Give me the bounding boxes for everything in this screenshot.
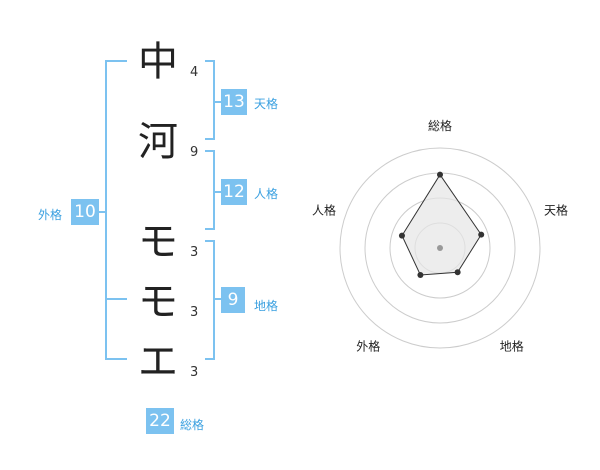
radar-axis-label: 天格 <box>544 202 568 217</box>
radar-polygon <box>401 173 482 276</box>
radar-point <box>437 171 443 178</box>
name-char-3: モ <box>138 219 178 265</box>
tenkaku-label: 天格 <box>254 97 279 111</box>
outer-bracket-top <box>105 60 127 62</box>
radar-axis-label: 人格 <box>312 202 336 217</box>
chikaku-bracket-b <box>205 358 215 360</box>
radar-point <box>478 231 485 238</box>
gaikaku-value: 10 <box>71 199 99 225</box>
tenkaku-bracket-v <box>213 60 215 140</box>
jinkaku-bracket-v <box>213 150 215 230</box>
name-char-4: モ <box>138 279 178 325</box>
radar-center-dot <box>437 245 443 251</box>
tenkaku-bracket <box>205 60 215 62</box>
gaikaku-label: 外格 <box>38 208 63 222</box>
outer-bracket-mid <box>105 298 127 300</box>
radar-axis-label: 外格 <box>356 339 380 354</box>
soukaku-label: 総格 <box>180 418 205 432</box>
name-char-2: 河 <box>138 119 178 165</box>
outer-bracket-connector <box>97 211 105 213</box>
outer-bracket-bottom <box>105 358 127 360</box>
chikaku-label: 地格 <box>254 299 279 313</box>
tenkaku-value: 13 <box>221 89 247 115</box>
jinkaku-connector <box>213 191 221 193</box>
tenkaku-bracket-b <box>205 138 215 140</box>
stroke-count-3: 3 <box>190 245 199 260</box>
tenkaku-connector <box>213 101 221 103</box>
radar-point <box>398 232 405 239</box>
radar-point <box>454 269 461 276</box>
jinkaku-bracket-b <box>205 228 215 230</box>
radar-axis-label: 総格 <box>428 118 452 133</box>
jinkaku-label: 人格 <box>254 187 279 201</box>
chikaku-value: 9 <box>221 287 245 313</box>
chikaku-connector <box>213 298 221 300</box>
name-char-1: 中 <box>138 39 178 85</box>
name-char-5: エ <box>138 339 178 385</box>
jinkaku-bracket <box>205 150 215 152</box>
stroke-count-5: 3 <box>190 365 199 380</box>
stroke-count-1: 4 <box>190 65 199 80</box>
outer-bracket-vertical <box>105 60 107 360</box>
stroke-count-4: 3 <box>190 305 199 320</box>
radar-ring <box>339 147 541 349</box>
radar-axis-label: 地格 <box>500 339 524 354</box>
jinkaku-value: 12 <box>221 179 247 205</box>
radar-point <box>417 271 424 278</box>
chikaku-bracket-v <box>213 240 215 360</box>
soukaku-value: 22 <box>146 408 174 434</box>
stroke-count-2: 9 <box>190 145 199 160</box>
chikaku-bracket <box>205 240 215 242</box>
